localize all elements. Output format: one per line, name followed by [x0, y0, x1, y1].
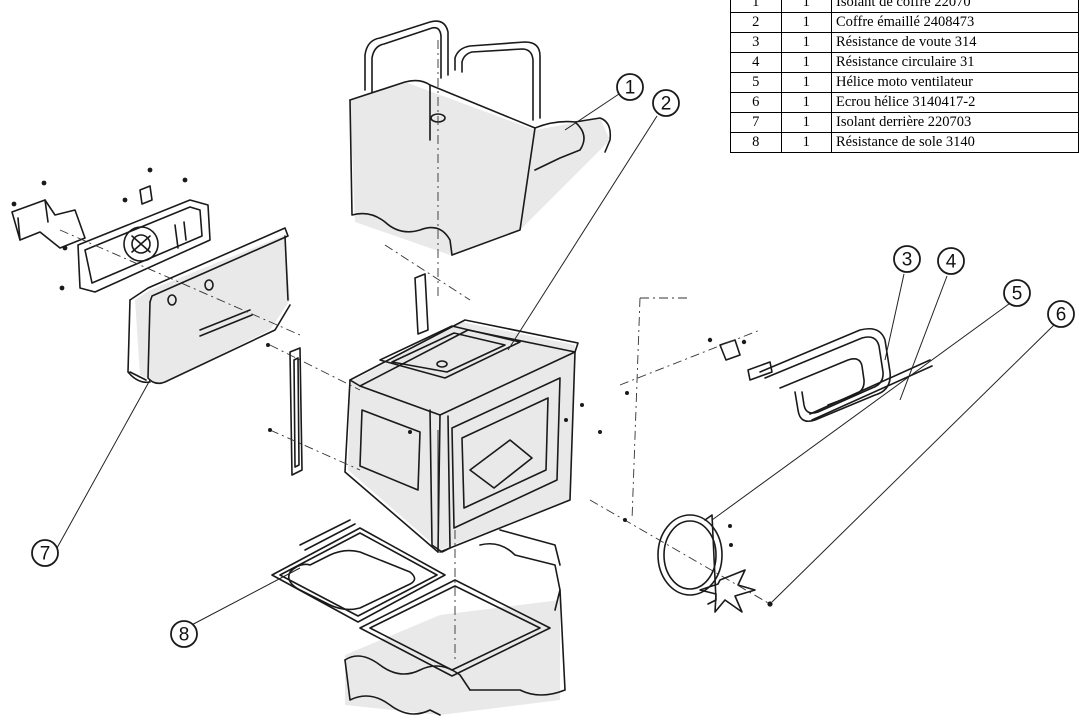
- part-number-cell: 8: [730, 132, 782, 153]
- svg-text:6: 6: [1056, 305, 1067, 326]
- callout-8: 8: [170, 620, 198, 648]
- callout-2: 2: [652, 89, 680, 117]
- quantity-cell: 1: [780, 12, 832, 33]
- part-number-cell: 7: [730, 112, 782, 133]
- svg-text:8: 8: [179, 625, 190, 646]
- quantity-cell: 1: [780, 0, 832, 13]
- description-cell: Résistance de sole 3140: [831, 132, 1079, 153]
- description-cell: Isolant de coffre 22070: [831, 0, 1079, 13]
- part-5-6-fan-and-nut: [589, 499, 773, 613]
- description-cell: Résistance circulaire 31: [831, 52, 1079, 73]
- leader-lines: [56, 93, 1058, 630]
- screws: [266, 343, 629, 522]
- part-number-cell: 5: [730, 72, 782, 93]
- svg-text:3: 3: [902, 250, 913, 271]
- svg-text:4: 4: [946, 252, 957, 273]
- part-7-rear-insulation: [127, 227, 291, 385]
- part-number-cell: 6: [730, 92, 782, 113]
- quantity-cell: 1: [780, 92, 832, 113]
- quantity-cell: 1: [780, 112, 832, 133]
- part-3-4-upper-heating-elements: [619, 297, 933, 521]
- description-cell: Coffre émaillé 2408473: [831, 12, 1079, 33]
- description-cell: Ecrou hélice 3140417-2: [831, 92, 1079, 113]
- part-number-cell: 4: [730, 52, 782, 73]
- callout-1: 1: [616, 73, 644, 101]
- callout-5: 5: [1003, 279, 1031, 307]
- callout-4: 4: [937, 247, 965, 275]
- part-number-cell: 3: [730, 32, 782, 53]
- part-2-oven-cavity: [344, 319, 579, 553]
- part-8-lower-heating-element: [271, 519, 446, 623]
- floor-insulation: [344, 529, 566, 716]
- svg-text:2: 2: [661, 94, 672, 115]
- fan-motor-plate: [11, 167, 301, 336]
- description-cell: Hélice moto ventilateur: [831, 72, 1079, 93]
- quantity-cell: 1: [780, 32, 832, 53]
- part-number-cell: 2: [730, 12, 782, 33]
- callout-7: 7: [31, 539, 59, 567]
- svg-text:1: 1: [625, 78, 636, 99]
- part-number-cell: 1: [730, 0, 782, 13]
- quantity-cell: 1: [780, 52, 832, 73]
- callout-6: 6: [1047, 300, 1075, 328]
- description-cell: Résistance de voute 314: [831, 32, 1079, 53]
- quantity-cell: 1: [780, 132, 832, 153]
- side-shelf-rails: [269, 244, 471, 476]
- svg-text:7: 7: [40, 544, 51, 565]
- part-1-cavity-insulation: [349, 20, 612, 300]
- svg-text:5: 5: [1012, 284, 1023, 305]
- callout-3: 3: [893, 245, 921, 273]
- quantity-cell: 1: [780, 72, 832, 93]
- description-cell: Isolant derrière 220703: [831, 112, 1079, 133]
